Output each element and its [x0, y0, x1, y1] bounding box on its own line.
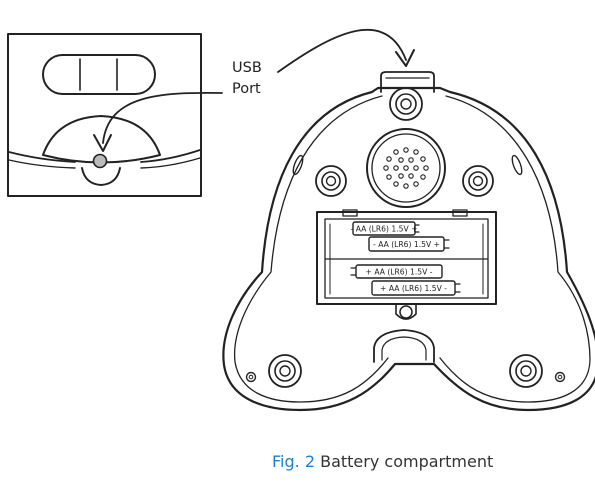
figure-number: Fig. 2 — [272, 452, 315, 471]
screw-bottom-right — [509, 354, 543, 388]
screw-right — [462, 165, 494, 197]
battery-label-3: + AA (LR6) 1.5V - — [366, 268, 433, 277]
device-body — [222, 86, 595, 412]
battery-3 — [350, 264, 443, 279]
usb-label-line2: Port — [232, 81, 261, 97]
usb-arrow — [277, 29, 407, 73]
battery-label-1: - AA (LR6) 1.5V + — [351, 225, 418, 234]
handle-cutout — [373, 329, 435, 363]
usb-port-housing — [380, 71, 435, 93]
screw-left — [315, 165, 347, 197]
power-switch — [42, 54, 156, 95]
speaker-grille — [366, 128, 446, 208]
figure-caption-text: Battery compartment — [320, 452, 494, 471]
usb-inset — [7, 33, 223, 197]
battery-label-2: - AA (LR6) 1.5V + — [373, 240, 440, 249]
usb-port-dot — [92, 153, 108, 169]
battery-2 — [368, 236, 450, 252]
screw-top — [389, 87, 423, 121]
usb-label-line1: USB — [232, 60, 262, 76]
battery-compartment — [316, 209, 497, 320]
battery-4 — [371, 280, 461, 296]
battery-1 — [352, 221, 420, 236]
figure-caption: Fig. 2 Battery compartment — [272, 452, 493, 471]
battery-label-4: + AA (LR6) 1.5V - — [380, 284, 447, 293]
screw-bottom-left — [268, 354, 302, 388]
